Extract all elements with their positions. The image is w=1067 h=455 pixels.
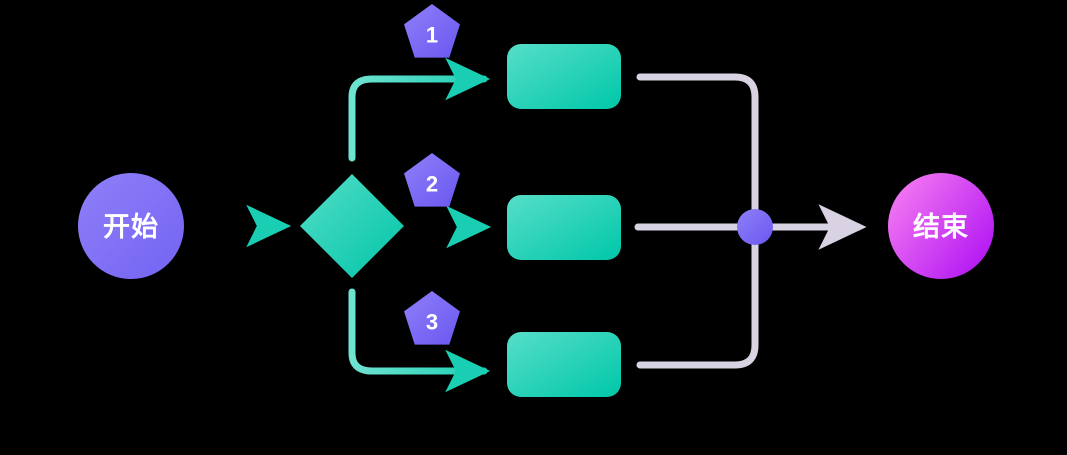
branch-edge-group	[196, 57, 492, 393]
badge-3-pentagon[interactable]	[404, 291, 460, 345]
process-box-2[interactable]	[507, 195, 621, 260]
start-circle[interactable]	[78, 173, 184, 279]
edge-decision-to-process-1	[348, 57, 491, 162]
badge-1-label: 1	[426, 23, 438, 48]
badge-3[interactable]: 3	[404, 291, 460, 345]
start-node[interactable]: 开始	[78, 173, 184, 279]
badge-2[interactable]: 2	[404, 153, 460, 207]
badge-1[interactable]: 1	[404, 4, 460, 58]
edge-process-3-to-junction	[636, 223, 759, 369]
process-node-1[interactable]	[507, 44, 621, 109]
edge-process-1-to-junction	[636, 73, 759, 231]
junction-dot[interactable]	[737, 209, 773, 245]
process-box-1[interactable]	[507, 44, 621, 109]
badge-1-pentagon[interactable]	[404, 4, 460, 58]
process-node-2[interactable]	[507, 195, 621, 260]
end-node-label: 结束	[913, 212, 969, 242]
badge-2-label: 2	[426, 172, 438, 197]
badge-3-label: 3	[426, 310, 438, 335]
end-circle[interactable]	[888, 173, 994, 279]
edge-decision-to-process-3	[348, 288, 491, 393]
decision-node[interactable]	[300, 174, 404, 278]
process-box-3[interactable]	[507, 332, 621, 397]
decision-diamond[interactable]	[300, 174, 404, 278]
junction-node[interactable]	[737, 209, 773, 245]
badge-2-pentagon[interactable]	[404, 153, 460, 207]
process-node-3[interactable]	[507, 332, 621, 397]
start-node-label: 开始	[103, 211, 159, 242]
end-node[interactable]: 结束	[888, 173, 994, 279]
